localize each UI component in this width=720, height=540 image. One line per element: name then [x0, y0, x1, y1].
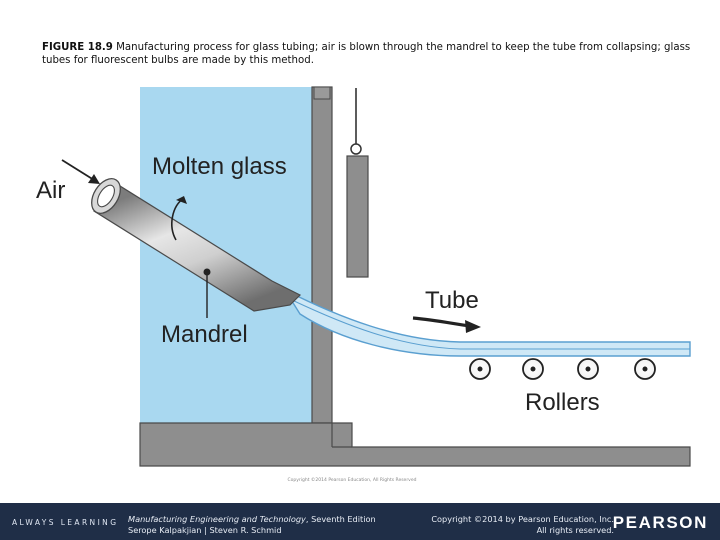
glass-tube [283, 288, 691, 357]
publisher-copyright: Copyright ©2014 by Pearson Education, In… [431, 514, 614, 536]
rollers [469, 358, 656, 380]
book-credit: Manufacturing Engineering and Technology… [128, 514, 376, 536]
copyright-line-1: Copyright ©2014 by Pearson Education, In… [431, 514, 614, 524]
vertical-wall [311, 86, 333, 424]
base-frame [139, 422, 691, 467]
label-mandrel: Mandrel [161, 321, 248, 348]
pearson-logo: PEARSON [612, 513, 708, 532]
wall-top-cap [313, 86, 331, 100]
figure-copyright: Copyright ©2014 Pearson Education, All R… [288, 476, 417, 483]
roller [469, 358, 491, 380]
mandrel [91, 178, 302, 312]
figure-caption: FIGURE 18.9 Manufacturing process for gl… [42, 41, 692, 67]
glass-tubing-diagram: Air Molten glass Mandrel Tube Rollers Co… [36, 86, 691, 483]
roller [522, 358, 544, 380]
roller [577, 358, 599, 380]
label-molten-glass: Molten glass [152, 153, 287, 180]
book-edition: , Seventh Edition [305, 514, 376, 524]
air-arrow [61, 159, 95, 181]
roller [634, 358, 656, 380]
always-learning-tagline: ALWAYS LEARNING [12, 518, 119, 527]
label-air: Air [36, 177, 65, 204]
book-title: Manufacturing Engineering and Technology [128, 514, 306, 524]
label-rollers: Rollers [525, 389, 600, 416]
book-authors: Serope Kalpakjian | Steven R. Schmid [128, 525, 282, 535]
counterweight [346, 155, 369, 278]
copyright-line-2: All rights reserved. [536, 525, 614, 535]
figure-number: FIGURE 18.9 [42, 42, 113, 53]
figure-caption-text: Manufacturing process for glass tubing; … [42, 42, 691, 66]
label-tube: Tube [425, 287, 479, 314]
tube-direction-arrow [412, 316, 471, 328]
footer-bar: ALWAYS LEARNING Manufacturing Engineerin… [0, 503, 720, 540]
